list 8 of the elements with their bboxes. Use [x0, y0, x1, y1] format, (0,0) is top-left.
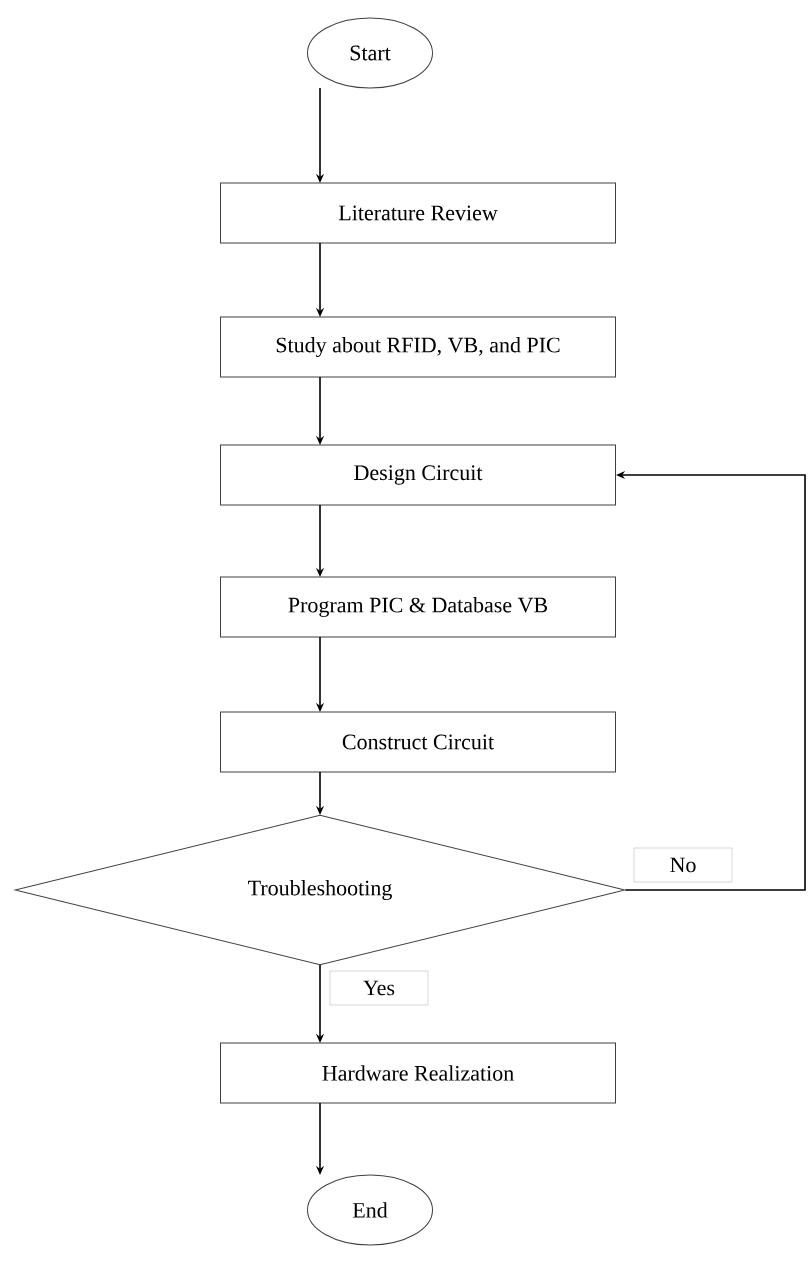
process-box: Design Circuit — [220, 444, 616, 506]
edge-label: Yes — [329, 970, 429, 1006]
process-box: Program PIC & Database VB — [220, 576, 616, 638]
process-box: Hardware Realization — [220, 1042, 616, 1104]
process-box: Construct Circuit — [220, 711, 616, 773]
edge-label: No — [633, 847, 733, 883]
process-box: Study about RFID, VB, and PIC — [220, 316, 616, 378]
process-box: Literature Review — [220, 182, 616, 244]
